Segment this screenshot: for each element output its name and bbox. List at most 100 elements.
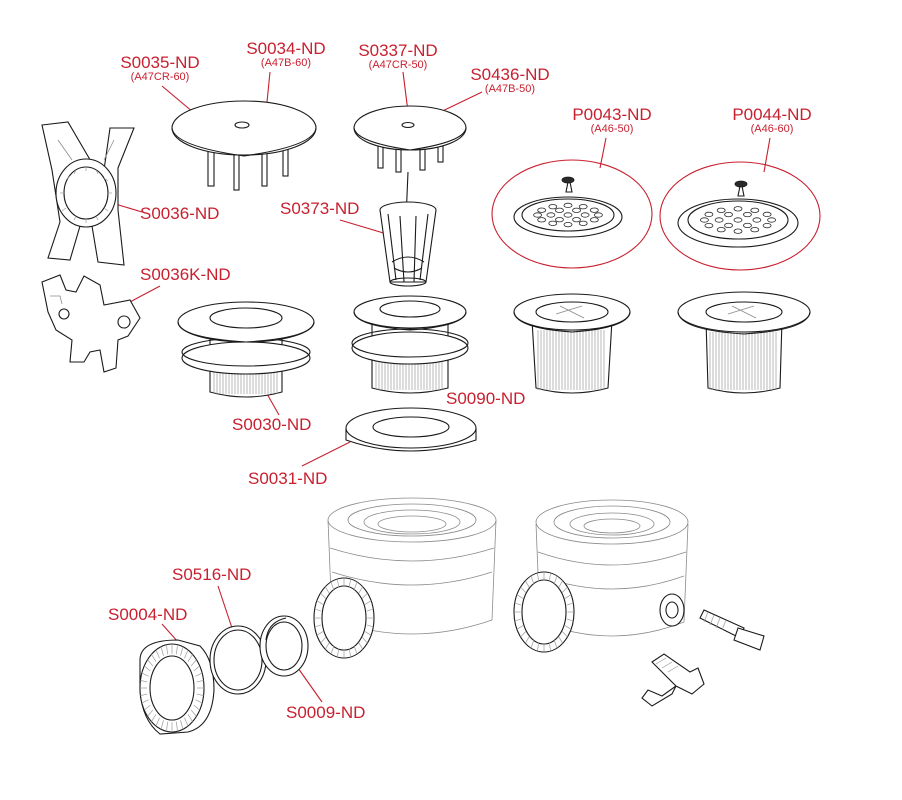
grate-hole (743, 211, 752, 218)
thread-line (320, 637, 326, 644)
part-ref: (A47B-60) (260, 57, 312, 69)
part-code: S0036K-ND (140, 265, 231, 284)
thread-line (530, 575, 535, 585)
thread-line (314, 624, 322, 628)
thread-line (175, 644, 178, 655)
leader-s0009 (297, 667, 323, 703)
grate-hole (716, 207, 726, 213)
label-p0044: P0044-ND (A46-60) (722, 106, 822, 135)
thread-line (524, 580, 530, 588)
grate-hole (733, 206, 743, 212)
thread-line (324, 586, 330, 594)
grate-hole (704, 211, 714, 217)
grate-hole (548, 204, 558, 210)
thread-line (548, 642, 552, 652)
thread-line (553, 639, 558, 649)
grate-hole (767, 217, 776, 223)
thread-line (558, 580, 564, 588)
label-s0516: S0516-ND (172, 566, 251, 583)
part-code: S0009-ND (286, 703, 366, 722)
label-s0035: S0035-ND (A47CR-60) (110, 54, 210, 83)
thread-line (190, 659, 197, 667)
thread-line (558, 636, 564, 644)
leader-s0373 (339, 219, 391, 236)
leader-s0516 (217, 585, 233, 629)
thread-line (195, 699, 203, 704)
thread-line (362, 637, 368, 644)
s0009-threaded-ring (259, 615, 309, 677)
part-code: S0036-ND (140, 204, 220, 223)
thread-line (196, 693, 204, 696)
label-s0031: S0031-ND (248, 470, 327, 487)
thread-line (516, 594, 524, 599)
thread-line (151, 654, 157, 662)
grate-hole (589, 217, 599, 223)
grate-hole (700, 217, 709, 223)
s0030-drain-body (177, 301, 315, 398)
thread-line (144, 665, 151, 672)
grate-hole (563, 212, 573, 218)
label-s0036k: S0036K-ND (140, 266, 231, 283)
thread-line (353, 645, 358, 655)
grate-hole (743, 222, 752, 229)
leader-s0031 (301, 441, 351, 467)
thread-line (193, 704, 200, 711)
thread-line (516, 625, 524, 630)
thread-line (144, 704, 151, 711)
drain-body-p0044 (677, 291, 811, 394)
part-ref: (A47CR-60) (130, 71, 190, 83)
grate-hole (546, 212, 556, 218)
grate-hole (533, 212, 542, 218)
thread-line (141, 699, 149, 704)
part-code: S0034-ND (246, 39, 326, 58)
part-code: P0044-ND (732, 105, 812, 124)
thread-line (348, 578, 352, 588)
grate-hole (750, 207, 760, 213)
leader-s0337 (402, 71, 409, 113)
grate-hole (733, 228, 743, 234)
thread-line (562, 631, 568, 638)
grate-hole (750, 227, 760, 233)
thread-line (353, 581, 358, 591)
label-s0034: S0034-ND (A47B-60) (236, 40, 336, 69)
grate-hole (724, 211, 733, 218)
part-code: S0436-ND (470, 65, 550, 84)
thread-line (330, 581, 335, 591)
grate-hole (537, 217, 547, 223)
grate-hole (563, 222, 573, 228)
s0034-cover (171, 100, 317, 191)
thread-line (553, 575, 558, 585)
thread-line (358, 586, 364, 594)
part-code: S0337-ND (358, 41, 438, 60)
thread-line (524, 636, 530, 644)
trap-body-right (513, 499, 689, 653)
thread-line (155, 649, 160, 659)
thread-line (514, 602, 522, 606)
part-code: S0031-ND (248, 469, 328, 488)
thread-line (320, 592, 326, 599)
thread-line (330, 645, 335, 655)
thread-line (147, 659, 154, 667)
part-code: P0043-ND (572, 105, 652, 124)
thread-line (180, 720, 184, 730)
thread-line (187, 654, 193, 662)
part-code: S0004-ND (108, 605, 188, 624)
s0004-nut (139, 639, 215, 735)
s0516-ring (209, 625, 267, 695)
s0090-drain-body (351, 295, 469, 394)
grate-hole (733, 217, 743, 223)
grate-hole (580, 212, 590, 218)
label-p0043: P0043-ND (A46-50) (562, 106, 662, 135)
grate-hole (594, 212, 603, 218)
grate-hole (716, 227, 726, 233)
part-code: S0035-ND (120, 53, 200, 72)
label-s0036: S0036-ND (140, 205, 219, 222)
grate-hole (555, 217, 564, 223)
thread-line (180, 646, 184, 656)
part-ref: (A46-50) (590, 123, 634, 135)
grate-hole (572, 207, 581, 213)
thread-line (184, 717, 189, 727)
hose-connector-elbow (641, 653, 705, 707)
grate-hole (714, 217, 724, 223)
